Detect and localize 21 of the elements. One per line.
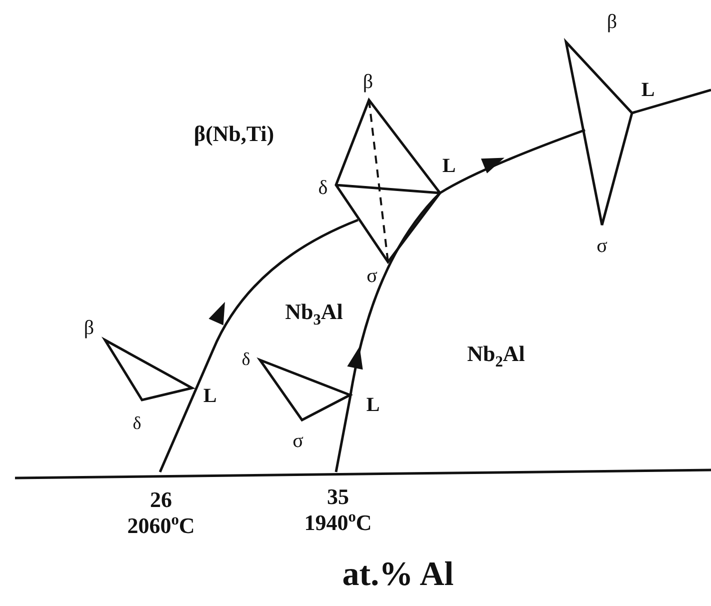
phase-label: L	[442, 156, 456, 176]
phase-label: δ	[242, 350, 250, 368]
temperature-label: 2060$^{o}$C	[127, 515, 195, 537]
phase-label: L	[641, 80, 655, 100]
axis-title: at.% Al	[342, 558, 454, 592]
phase-label: δ	[132, 414, 142, 432]
phase-label: L	[366, 395, 380, 415]
phase-label: σ	[596, 236, 608, 256]
axis-value: 35	[327, 486, 349, 508]
axis-value: 26	[150, 489, 172, 511]
region-label: β(Nb,Ti)	[194, 123, 274, 145]
temperature-label: 1940$^{o}$C	[304, 512, 372, 534]
phase-label: β	[362, 72, 374, 92]
phase-label: L	[203, 386, 217, 406]
phase-label: β	[84, 318, 94, 338]
region-label: Nb$_{2}$Al	[467, 343, 525, 365]
phase-label: δ	[318, 178, 328, 198]
phase-label: σ	[366, 266, 378, 286]
phase-label: β	[606, 12, 618, 32]
region-label: Nb$_{3}$Al	[285, 301, 343, 323]
phase-label: σ	[292, 431, 304, 451]
